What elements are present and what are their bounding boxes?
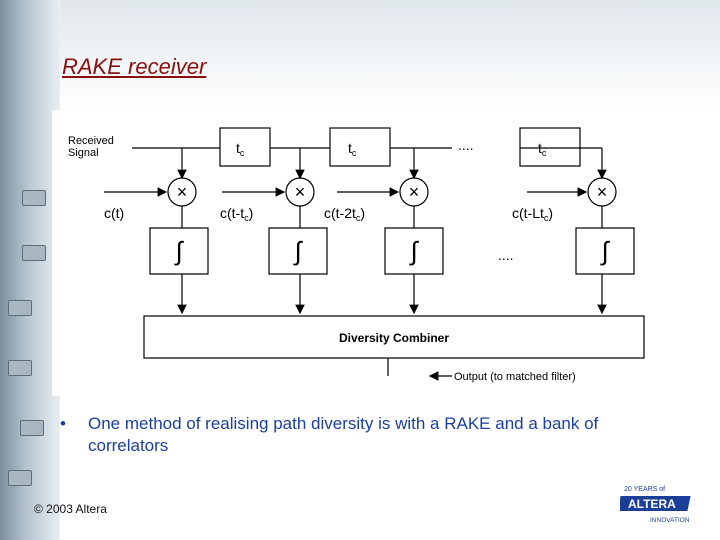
rake-diagram-svg: × × × × ∫ ∫ ∫ ∫ Received Signal tc tc tc… bbox=[68, 127, 645, 383]
output-label: Output (to matched filter) bbox=[454, 371, 576, 383]
received-signal-label: Received bbox=[68, 135, 114, 147]
copyright-notice: © 2003 Altera bbox=[34, 502, 107, 516]
bullet-marker: • bbox=[60, 414, 66, 433]
altera-logo: 20 YEARS of ALTERA INNOVATION bbox=[617, 480, 698, 526]
received-signal-label: Signal bbox=[68, 147, 99, 159]
delay-label: tc bbox=[538, 140, 547, 158]
integral-icon: ∫ bbox=[292, 236, 303, 266]
decorative-chip bbox=[8, 360, 32, 376]
altera-logo-icon: 20 YEARS of ALTERA INNOVATION bbox=[617, 486, 691, 524]
slide-background-left bbox=[0, 0, 60, 540]
slide-title: RAKE receiver bbox=[62, 54, 207, 79]
integrator-2 bbox=[268, 227, 328, 275]
decorative-chip bbox=[20, 420, 44, 436]
delay-label: tc bbox=[348, 140, 357, 158]
continuation-dots: .... bbox=[498, 247, 514, 263]
delay-box-1 bbox=[219, 127, 271, 167]
decorative-chip bbox=[22, 245, 46, 261]
multiply-icon: × bbox=[409, 182, 420, 202]
slide-background-top bbox=[0, 0, 720, 110]
continuation-dots: .... bbox=[458, 137, 474, 153]
integral-icon: ∫ bbox=[173, 236, 184, 266]
delay-box-2 bbox=[329, 127, 391, 167]
code-label-4: c(t-Ltc) bbox=[512, 205, 553, 223]
decorative-chip bbox=[22, 190, 46, 206]
bullet-text: One method of realising path diversity i… bbox=[88, 414, 599, 455]
svg-text:ALTERA: ALTERA bbox=[628, 497, 676, 511]
decorative-chip bbox=[8, 470, 32, 486]
delay-box-3 bbox=[519, 127, 581, 167]
code-label-3: c(t-2tc) bbox=[324, 205, 365, 223]
code-label-1: c(t) bbox=[104, 205, 124, 221]
decorative-chip bbox=[8, 300, 32, 316]
integrator-1 bbox=[149, 227, 209, 275]
svg-text:20 YEARS of: 20 YEARS of bbox=[624, 486, 665, 493]
multiply-icon: × bbox=[597, 182, 608, 202]
integral-icon: ∫ bbox=[408, 236, 419, 266]
svg-text:INNOVATION: INNOVATION bbox=[650, 517, 690, 524]
code-label-2: c(t-tc) bbox=[220, 205, 253, 223]
integral-icon: ∫ bbox=[599, 236, 610, 266]
diversity-combiner-label: Diversity Combiner bbox=[339, 331, 449, 345]
delay-label: tc bbox=[236, 140, 245, 158]
multiply-icon: × bbox=[177, 182, 188, 202]
integrator-4 bbox=[575, 227, 635, 275]
diversity-combiner-box bbox=[143, 315, 645, 359]
rake-receiver-diagram: × × × × ∫ ∫ ∫ ∫ Received Signal tc tc tc… bbox=[52, 110, 652, 396]
multiply-icon: × bbox=[295, 182, 306, 202]
